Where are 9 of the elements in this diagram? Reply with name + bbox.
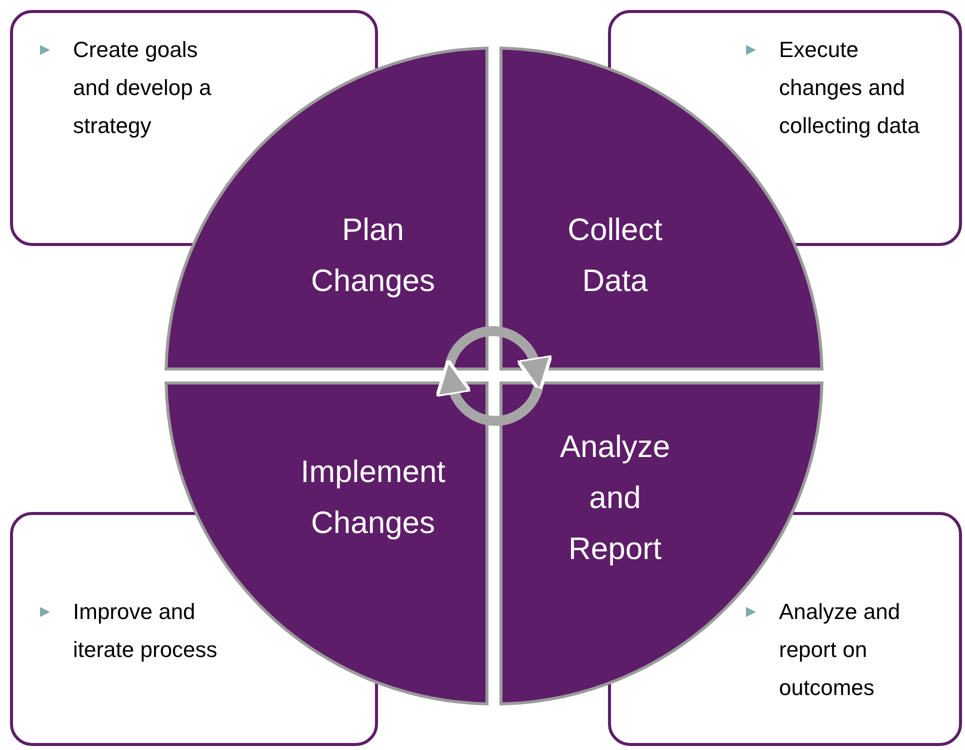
quadrant-label: Collect Data — [566, 211, 664, 300]
bullet-text: Analyze and report on outcomes — [779, 598, 902, 702]
bullet-text: Execute changes and collecting data — [779, 36, 921, 140]
quadrant-label: Plan Changes — [310, 211, 436, 300]
bullet-text: Improve and iterate process — [73, 598, 218, 664]
quadrant-label: Implement Changes — [300, 453, 446, 542]
quadrant-label: Analyze and Report — [558, 428, 672, 568]
curved-arrow — [436, 359, 543, 426]
bullet-text: Create goals and develop a strategy — [73, 36, 212, 140]
